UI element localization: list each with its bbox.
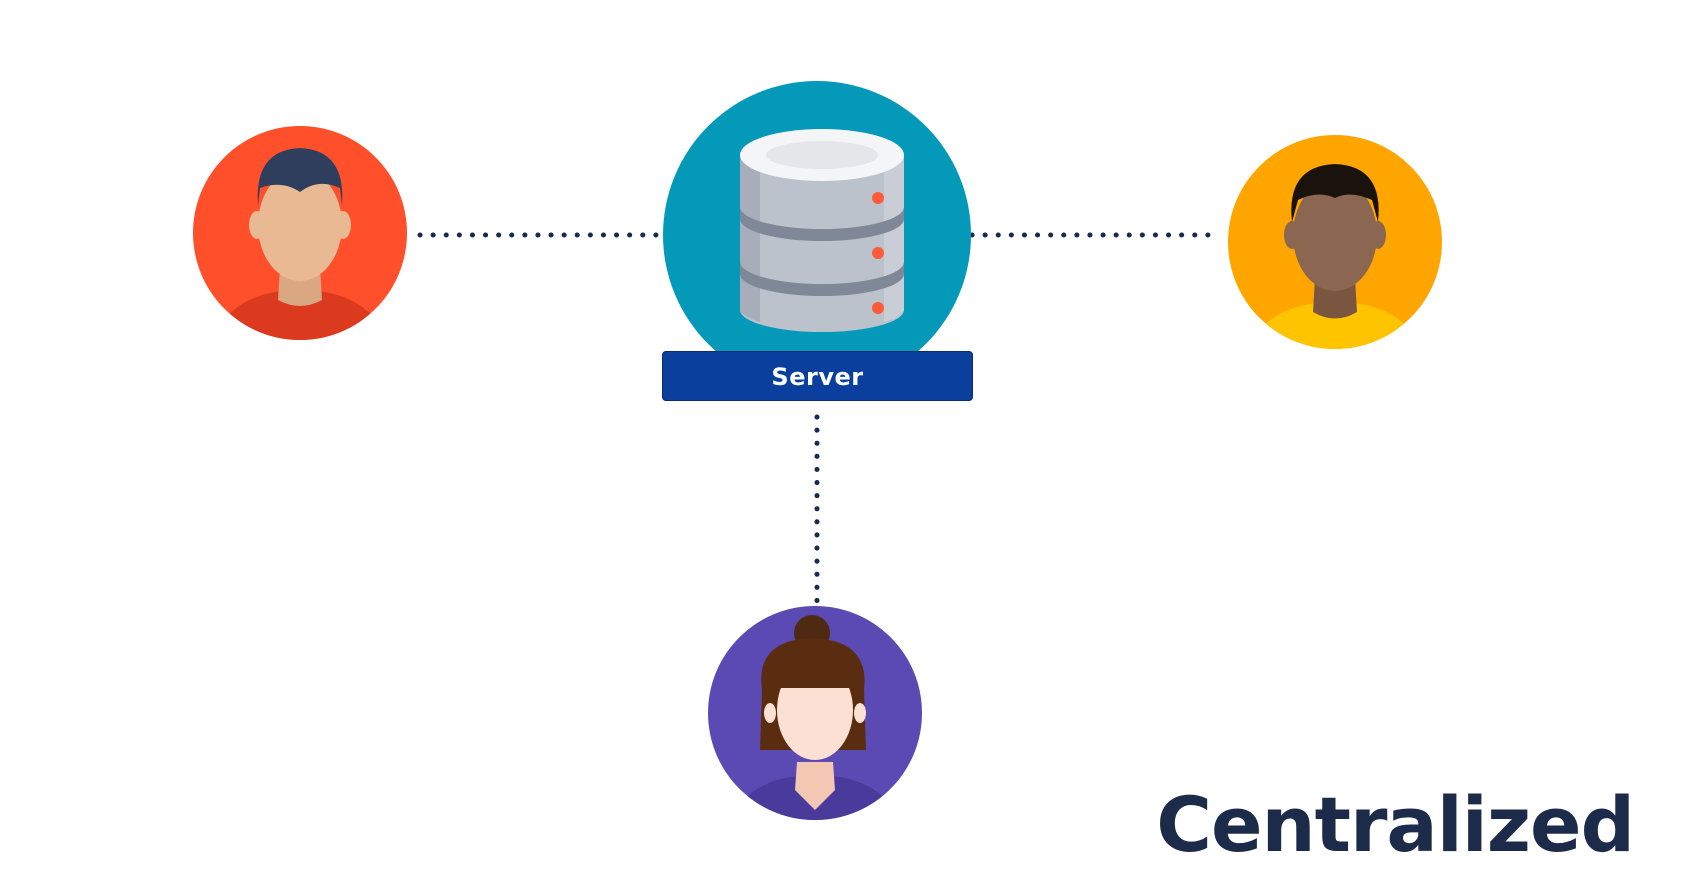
user-bottom-avatar [708,606,922,820]
user-right-avatar [1228,135,1442,349]
server-label: Server [662,351,973,401]
database-server-icon [740,129,904,332]
diagram-title: Centralized [1156,780,1635,869]
user-left-avatar [193,126,407,340]
